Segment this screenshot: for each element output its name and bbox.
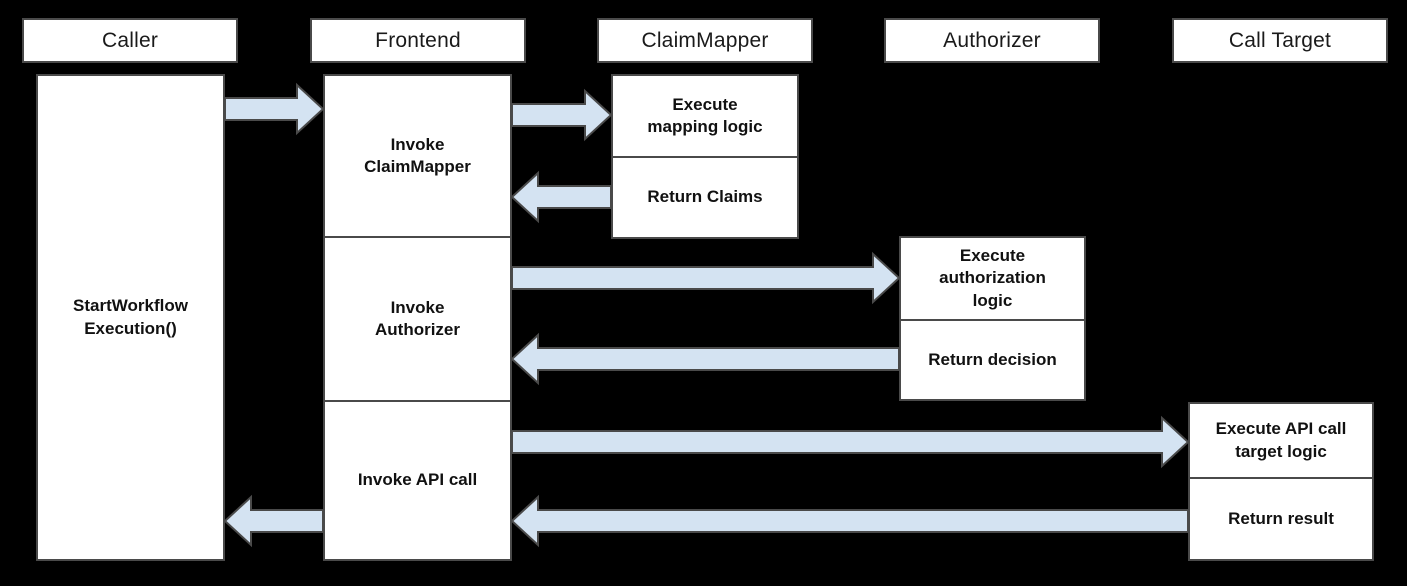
participant-header-calltarget[interactable]: Call Target	[1172, 18, 1388, 63]
participant-header-authorizer[interactable]: Authorizer	[884, 18, 1100, 63]
arrow-frontend-to-authorizer	[511, 251, 901, 305]
participant-header-frontend[interactable]: Frontend	[310, 18, 526, 63]
arrow-claimmapper-to-frontend	[510, 170, 612, 224]
lifeline-segment-frontend-invoke-api-call[interactable]: Invoke API call	[323, 401, 512, 561]
arrow-frontend-to-calltarget	[511, 415, 1190, 469]
participant-header-claimmapper[interactable]: ClaimMapper	[597, 18, 813, 63]
arrow-authorizer-to-frontend	[510, 332, 900, 386]
arrow-caller-to-frontend	[224, 82, 325, 136]
lifeline-segment-calltarget-return-result[interactable]: Return result	[1188, 478, 1374, 561]
lifeline-segment-authorizer-return-decision[interactable]: Return decision	[899, 320, 1086, 401]
arrow-frontend-to-claimmapper	[511, 88, 613, 142]
arrow-calltarget-to-frontend	[510, 494, 1189, 548]
arrow-frontend-to-caller	[223, 494, 324, 548]
lifeline-segment-claimmapper-return-claims[interactable]: Return Claims	[611, 157, 799, 239]
participant-header-caller[interactable]: Caller	[22, 18, 238, 63]
